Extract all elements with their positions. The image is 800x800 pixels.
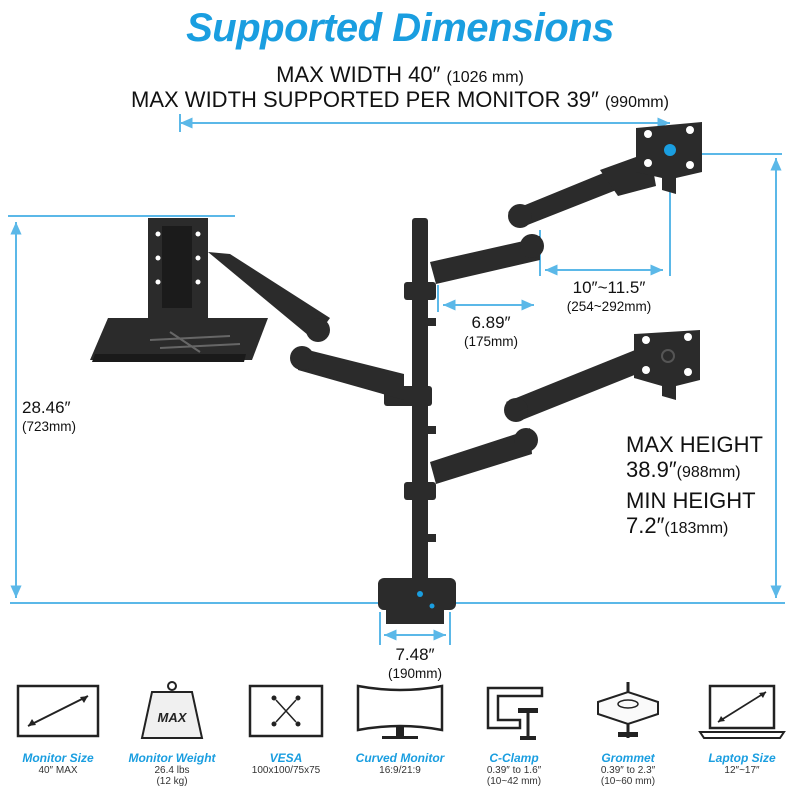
upper-monitor-arm xyxy=(430,152,656,284)
min-height-label: MIN HEIGHT 7.2″(183mm) xyxy=(626,488,756,538)
spec-monitor-weight: MAX Monitor Weight 26.4 lbs (12 kg) xyxy=(116,680,228,787)
weight-icon: MAX xyxy=(140,681,204,739)
laptop-icon xyxy=(698,684,786,739)
page-title: Supported Dimensions xyxy=(186,6,614,50)
spec-curved-monitor: Curved Monitor 16:9/21:9 xyxy=(344,680,456,787)
spec-grommet: Grommet 0.39″ to 2.3″ (10~60 mm) xyxy=(572,680,684,787)
upper-vesa-plate xyxy=(636,122,702,194)
spec-c-clamp: C-Clamp 0.39″ to 1.6″ (10~42 mm) xyxy=(458,680,570,787)
collar-top xyxy=(404,282,436,300)
monitor-size-icon xyxy=(16,684,100,738)
arm-extension-label: 10″~11.5″(254~292mm) xyxy=(566,278,652,314)
mount-diagram xyxy=(8,114,785,645)
max-width-per-monitor-label: MAX WIDTH SUPPORTED PER MONITOR 39″ (990… xyxy=(131,87,669,112)
laptop-arm xyxy=(208,252,404,400)
spec-row: Monitor Size 40″ MAX MAX Monitor Weight … xyxy=(2,680,798,787)
vesa-icon xyxy=(248,684,324,738)
base-width-label: 7.48″(190mm) xyxy=(387,645,442,681)
clamp xyxy=(386,610,444,624)
pole-offset-label: 6.89″(175mm) xyxy=(463,313,518,349)
pole-assembly xyxy=(378,218,456,624)
lower-monitor-arm xyxy=(430,348,652,484)
dimension-lines xyxy=(8,114,785,645)
spec-vesa: VESA 100x100/75x75 xyxy=(230,680,342,787)
collar-low xyxy=(404,482,436,500)
curved-monitor-icon xyxy=(356,684,444,739)
laptop-tray xyxy=(90,218,268,362)
spec-monitor-size: Monitor Size 40″ MAX xyxy=(2,680,114,787)
lower-vesa-plate xyxy=(634,330,700,400)
max-height-label: MAX HEIGHT 38.9″(988mm) xyxy=(626,432,763,482)
overall-height-label: 28.46″(723mm) xyxy=(22,398,77,434)
weight-badge: MAX xyxy=(158,710,188,725)
spec-laptop-size: Laptop Size 12″~17″ xyxy=(686,680,798,787)
c-clamp-icon xyxy=(486,686,544,740)
grommet-icon xyxy=(597,682,659,738)
max-width-label: MAX WIDTH 40″ (1026 mm) xyxy=(276,62,524,87)
